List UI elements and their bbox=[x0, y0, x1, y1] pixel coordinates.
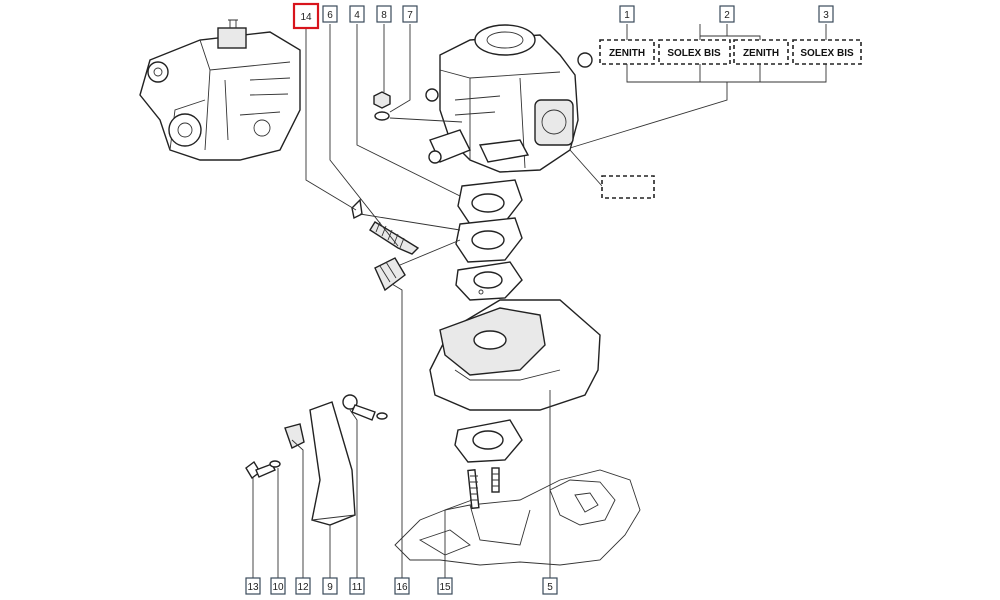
callout-2-label: 2 bbox=[724, 10, 730, 21]
bracket-clip bbox=[284, 423, 305, 449]
callout-7[interactable]: 7 bbox=[402, 5, 418, 23]
callout-13-label: 13 bbox=[247, 582, 259, 593]
heat-shield-plate bbox=[429, 299, 601, 411]
upper-gasket bbox=[457, 179, 523, 225]
callout-10-label: 10 bbox=[272, 582, 284, 593]
callout-9[interactable]: 9 bbox=[322, 577, 338, 595]
callout-4-label: 4 bbox=[354, 10, 360, 21]
variant-solex-bis-3-label: SOLEX BIS bbox=[800, 48, 854, 59]
callout-3[interactable]: 3 bbox=[818, 5, 834, 23]
callout-12-label: 12 bbox=[297, 582, 309, 593]
callout-5-label: 5 bbox=[547, 582, 553, 593]
callout-10[interactable]: 10 bbox=[270, 577, 286, 595]
callout-2[interactable]: 2 bbox=[719, 5, 735, 23]
callout-8[interactable]: 8 bbox=[376, 5, 392, 23]
return-spring bbox=[369, 221, 420, 255]
variant-zenith-1-label: ZENITH bbox=[609, 48, 645, 59]
variant-zenith-1[interactable]: ZENITH bbox=[599, 39, 655, 65]
callout-15[interactable]: 15 bbox=[437, 577, 453, 595]
callout-3-label: 3 bbox=[823, 10, 829, 21]
callout-15-label: 15 bbox=[439, 582, 451, 593]
callout-14[interactable]: 14 bbox=[292, 2, 320, 30]
spacer-gasket bbox=[455, 217, 523, 263]
bracket-bolt-lower bbox=[245, 460, 276, 480]
bellows-boot bbox=[374, 257, 406, 292]
bracket-washer-upper bbox=[376, 412, 388, 420]
variant-solex-bis-2-label: SOLEX BIS bbox=[667, 48, 721, 59]
callout-7-label: 7 bbox=[407, 10, 413, 21]
callout-13[interactable]: 13 bbox=[245, 577, 261, 595]
engine-thumbnail bbox=[139, 19, 301, 161]
callout-8-label: 8 bbox=[381, 10, 387, 21]
callout-1-label: 1 bbox=[624, 10, 630, 21]
leader-lines bbox=[252, 24, 827, 578]
callout-6-label: 6 bbox=[327, 10, 333, 21]
callout-4[interactable]: 4 bbox=[349, 5, 365, 23]
callout-6[interactable]: 6 bbox=[322, 5, 338, 23]
bracket-bolt-upper bbox=[342, 394, 376, 421]
variant-solex-bis-3[interactable]: SOLEX BIS bbox=[792, 39, 862, 65]
stud-bolts bbox=[467, 467, 500, 510]
carb-nut bbox=[373, 91, 391, 109]
callout-11[interactable]: 11 bbox=[349, 577, 365, 595]
bracket-washer-lower bbox=[269, 460, 281, 468]
flange-gasket bbox=[455, 261, 523, 301]
callout-5[interactable]: 5 bbox=[542, 577, 558, 595]
callout-9-label: 9 bbox=[327, 582, 333, 593]
callout-12[interactable]: 12 bbox=[295, 577, 311, 595]
callout-1[interactable]: 1 bbox=[619, 5, 635, 23]
carburetor bbox=[425, 24, 593, 173]
variant-zenith-2-label: ZENITH bbox=[743, 48, 779, 59]
variant-zenith-2[interactable]: ZENITH bbox=[733, 39, 789, 65]
callout-16-label: 16 bbox=[396, 582, 408, 593]
callout-14-label: 14 bbox=[300, 12, 312, 23]
variant-solex-bis-2[interactable]: SOLEX BIS bbox=[658, 39, 731, 65]
carb-washer bbox=[374, 111, 390, 121]
throttle-bracket bbox=[309, 401, 356, 526]
lower-gasket bbox=[454, 419, 523, 463]
variant-empty-box[interactable] bbox=[601, 175, 655, 199]
callout-16[interactable]: 16 bbox=[394, 577, 410, 595]
callout-11-label: 11 bbox=[352, 582, 363, 593]
intake-manifold bbox=[394, 469, 641, 566]
